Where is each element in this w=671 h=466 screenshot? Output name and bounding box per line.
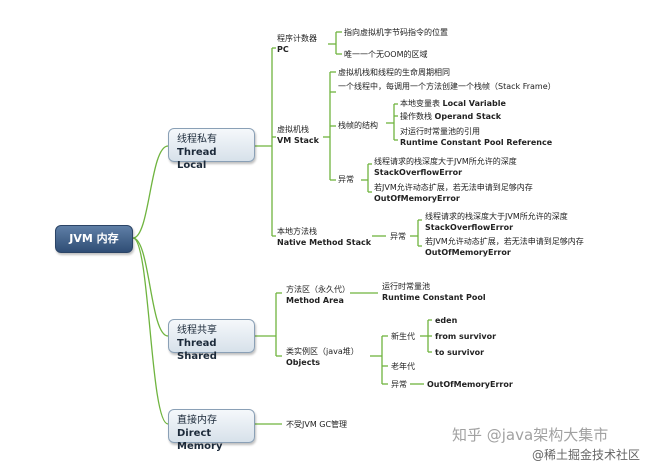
- constant-pool-en: Runtime Constant Pool: [382, 293, 486, 302]
- young-gen-label: 新生代: [391, 332, 415, 341]
- watermark-juejin: @稀土掘金技术社区: [532, 448, 641, 462]
- thread-shared-en: Thread Shared: [177, 338, 217, 362]
- native-exception-1-cn: 线程请求的栈深度大于JVM所允许的深度: [425, 212, 568, 221]
- objects-label: 类实例区（java堆） Objects: [286, 346, 359, 368]
- method-area-en: Method Area: [286, 296, 344, 305]
- constant-pool-cn: 运行时常量池: [382, 282, 430, 291]
- frame-item-3-en: Runtime Constant Pool Reference: [400, 138, 553, 147]
- objects-oom: OutOfMemoryError: [427, 380, 513, 389]
- native-exception-1: 线程请求的栈深度大于JVM所允许的深度 StackOverflowError: [425, 211, 568, 233]
- watermark-zhihu: 知乎 @java架构大集市: [452, 426, 609, 444]
- vm-exception-2-cn: 若JVM允许动态扩展，若无法申请到足够内存: [374, 183, 533, 192]
- native-exception-2: 若JVM允许动态扩展，若无法申请到足够内存 OutOfMemoryError: [425, 236, 584, 258]
- frame-item-1-en: Local Variable: [442, 99, 506, 108]
- to-survivor: to survivor: [435, 348, 485, 357]
- frame-item-2: 操作数栈 Operand Stack: [400, 111, 501, 122]
- direct-memory-note: 不受JVM GC管理: [286, 420, 348, 429]
- pc-label: 程序计数器 PC: [277, 33, 317, 55]
- vm-exception-2-en: OutOfMemoryError: [374, 194, 460, 203]
- objects-exception-label: 异常: [391, 380, 407, 389]
- vm-stack-en: VM Stack: [277, 136, 319, 145]
- native-stack-label: 本地方法栈 Native Method Stack: [277, 226, 371, 248]
- method-area-label: 方法区（永久代） Method Area: [286, 284, 350, 306]
- native-stack-cn: 本地方法栈: [277, 227, 317, 236]
- frame-item-3-cn: 对运行时常量池的引用: [400, 127, 480, 136]
- objects-en: Objects: [286, 358, 321, 367]
- vm-stack-item-2: 一个线程中，每调用一个方法创建一个栈帧（Stack Frame）: [338, 81, 556, 92]
- pc-item-2: 唯一一个无OOM的区域: [344, 50, 428, 59]
- vm-exception-2: 若JVM允许动态扩展，若无法申请到足够内存 OutOfMemoryError: [374, 182, 533, 204]
- method-area-cn: 方法区（永久代）: [286, 285, 350, 294]
- root-node: JVM 内存: [55, 225, 133, 253]
- direct-memory-cn: 直接内存: [177, 415, 217, 426]
- vm-exception-1-cn: 线程请求的栈深度大于JVM所允许的深度: [374, 157, 517, 166]
- frame-item-2-cn: 操作数栈: [400, 112, 432, 121]
- vm-exception-1-en: StackOverflowError: [374, 168, 463, 177]
- vm-exception-label: 异常: [338, 175, 354, 184]
- thread-local-en: Thread Local: [177, 147, 217, 171]
- native-exception-label: 异常: [390, 232, 406, 241]
- frame-label: 栈帧的结构: [338, 121, 378, 130]
- pc-label-en: PC: [277, 45, 289, 54]
- thread-local-node: 线程私有 Thread Local: [168, 128, 255, 171]
- thread-shared-node: 线程共享 Thread Shared: [168, 319, 255, 362]
- direct-memory-node: 直接内存 Direct Memory: [168, 409, 255, 452]
- from-survivor: from survivor: [435, 332, 497, 341]
- native-exception-1-en: StackOverflowError: [425, 223, 514, 232]
- vm-stack-cn: 虚拟机栈: [277, 125, 309, 134]
- thread-local-cn: 线程私有: [177, 134, 217, 145]
- vm-stack-item-2-text: 一个线程中，每调用一个方法创建一个栈帧（Stack Frame）: [338, 82, 556, 91]
- native-stack-en: Native Method Stack: [277, 238, 372, 247]
- old-gen-label: 老年代: [391, 362, 415, 371]
- frame-item-2-en: Operand Stack: [434, 112, 502, 121]
- frame-item-3: 对运行时常量池的引用 Runtime Constant Pool Referen…: [400, 126, 552, 148]
- constant-pool: 运行时常量池 Runtime Constant Pool: [382, 281, 486, 303]
- frame-item-1-cn: 本地变量表: [400, 99, 440, 108]
- eden: eden: [435, 316, 458, 325]
- pc-label-cn: 程序计数器: [277, 34, 317, 43]
- vm-stack-label: 虚拟机栈 VM Stack: [277, 124, 319, 146]
- pc-item-1: 指向虚拟机字节码指令的位置: [344, 28, 448, 37]
- native-exception-2-cn: 若JVM允许动态扩展，若无法申请到足够内存: [425, 237, 584, 246]
- vm-exception-1: 线程请求的栈深度大于JVM所允许的深度 StackOverflowError: [374, 156, 517, 178]
- objects-cn: 类实例区（java堆）: [286, 347, 359, 356]
- vm-stack-item-1: 虚拟机栈和线程的生命周期相同: [338, 68, 450, 77]
- direct-memory-en: Direct Memory: [177, 428, 223, 452]
- frame-item-1: 本地变量表 Local Variable: [400, 98, 506, 109]
- native-exception-2-en: OutOfMemoryError: [425, 248, 511, 257]
- thread-shared-cn: 线程共享: [177, 325, 217, 336]
